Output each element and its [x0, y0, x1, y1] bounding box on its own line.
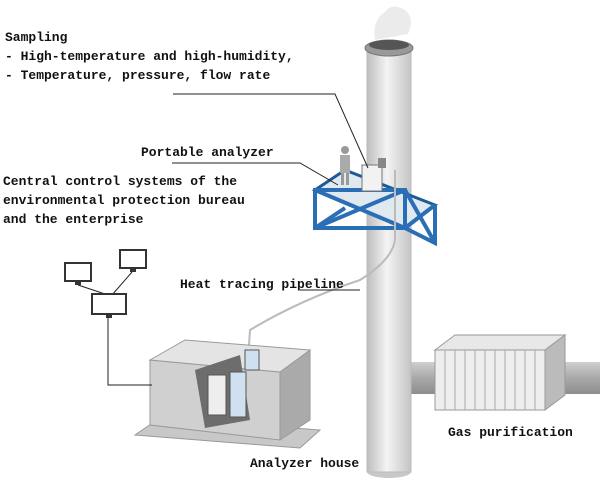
portable-analyzer-label: Portable analyzer [141, 145, 274, 160]
sampling-label: Sampling [5, 30, 68, 45]
sampling-line-1: - High-temperature and high-humidity, [5, 49, 294, 64]
monitor-icon [64, 249, 147, 318]
central-control-line-2: environmental protection bureau [3, 193, 245, 208]
operator-figure [340, 146, 350, 185]
central-control-line-1: Central control systems of the [3, 174, 238, 189]
monitor-network [77, 271, 152, 386]
gas-purification-label: Gas purification [448, 425, 573, 440]
portable-analyzer-device [361, 158, 386, 192]
central-control-line-3: and the enterprise [3, 212, 144, 227]
heat-tracing-pipe [247, 170, 396, 361]
analyzer-house-building [133, 339, 322, 449]
sampling-line-2: - Temperature, pressure, flow rate [5, 68, 271, 83]
sampling-platform [311, 168, 439, 247]
heat-tracing-label: Heat tracing pipeline [180, 277, 344, 292]
gas-purification-unit [433, 334, 567, 411]
chimney [364, 6, 414, 478]
leader-lines [172, 93, 369, 291]
analyzer-house-label: Analyzer house [250, 456, 360, 471]
